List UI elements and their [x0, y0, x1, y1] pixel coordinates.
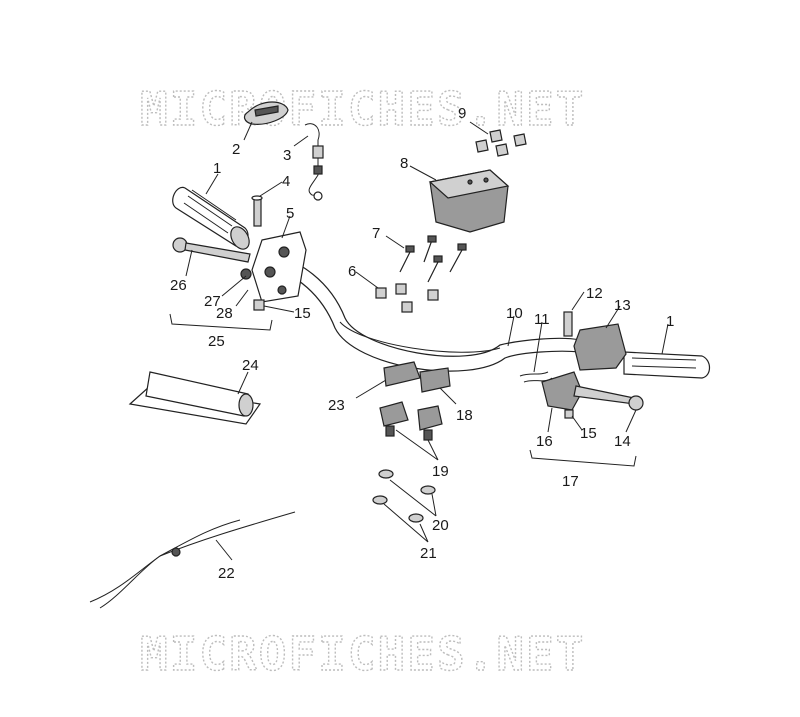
lower-clamps-19 [379, 401, 443, 441]
callout-6: 6 [348, 263, 356, 280]
bolt-12 [563, 311, 573, 337]
left-grip [172, 186, 250, 250]
wire-assembly [304, 123, 324, 201]
callout-11: 11 [534, 311, 550, 328]
washers [372, 469, 436, 523]
watermark-top: MICROFICHES.NET [140, 82, 585, 136]
callout-1-left: 1 [213, 160, 221, 177]
handlebar-cover [428, 169, 510, 233]
left-control-housing [240, 231, 307, 303]
callout-28: 28 [216, 305, 233, 322]
left-brake-lever [172, 237, 251, 263]
bracket-25 [169, 313, 273, 331]
callout-3: 3 [283, 147, 291, 164]
callout-9: 9 [458, 105, 466, 122]
bracket-17 [529, 449, 637, 467]
callout-8: 8 [400, 155, 408, 172]
right-lever-assembly [541, 371, 644, 419]
callout-18: 18 [456, 407, 473, 424]
callout-24: 24 [242, 357, 259, 374]
callout-22: 22 [218, 565, 235, 582]
bushings-6 [375, 283, 439, 313]
clips-9 [475, 129, 527, 157]
callout-15-left: 15 [294, 305, 311, 322]
callout-26: 26 [170, 277, 187, 294]
throttle-housing [573, 323, 627, 371]
watermark-bottom: MICROFICHES.NET [140, 627, 585, 681]
throttle-cable-22 [89, 511, 296, 609]
leader-lines [185, 121, 669, 561]
callout-16: 16 [536, 433, 553, 450]
callout-14: 14 [614, 433, 631, 450]
callout-7: 7 [372, 225, 380, 242]
callout-4: 4 [282, 173, 290, 190]
callout-17: 17 [562, 473, 579, 490]
callout-20: 20 [432, 517, 449, 534]
upper-clamps [383, 361, 451, 393]
callout-2: 2 [232, 141, 240, 158]
bolt-4 [251, 195, 263, 227]
nut-15-left [253, 299, 265, 311]
callout-10: 10 [506, 305, 523, 322]
wires-11 [519, 371, 553, 383]
callout-27: 27 [204, 293, 221, 310]
right-grip [623, 351, 711, 379]
callout-12: 12 [586, 285, 603, 302]
callout-15-right: 15 [580, 425, 597, 442]
bolts-7 [399, 235, 467, 283]
pad-roll-24 [128, 371, 262, 425]
callout-23: 23 [328, 397, 345, 414]
callout-19: 19 [432, 463, 449, 480]
callout-25: 25 [208, 333, 225, 350]
callout-13: 13 [614, 297, 631, 314]
callout-21: 21 [420, 545, 437, 562]
callout-1-right: 1 [666, 313, 674, 330]
switch-cap [243, 101, 289, 125]
callout-5: 5 [286, 205, 294, 222]
